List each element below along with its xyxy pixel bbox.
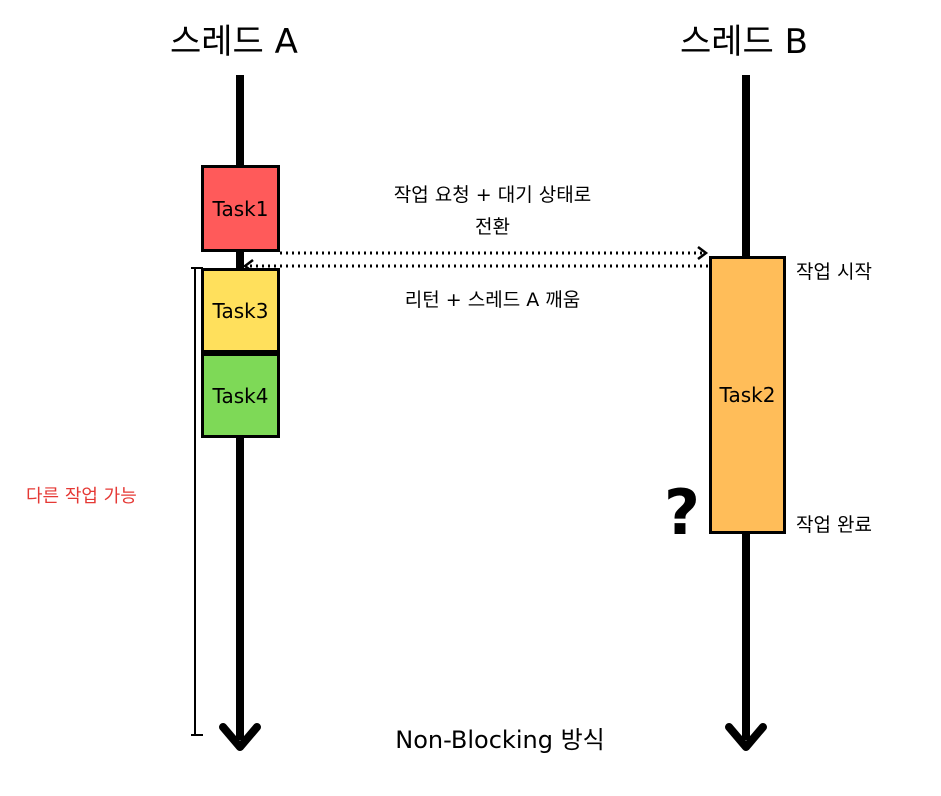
- task4-label: Task4: [212, 383, 269, 408]
- task4-box: Task4: [201, 353, 280, 438]
- return-label: 리턴 + 스레드 A 깨움: [404, 289, 581, 311]
- thread-a-title: 스레드 A: [170, 22, 298, 62]
- thread-b-title: 스레드 B: [680, 22, 808, 62]
- diagram-caption: Non-Blocking 방식: [395, 726, 605, 754]
- task2-box: Task2: [709, 256, 786, 534]
- thread-b-arrowhead: [725, 723, 767, 751]
- task3-box: Task3: [201, 268, 280, 353]
- work-start-label: 작업 시작: [796, 261, 872, 283]
- work-done-label: 작업 완료: [796, 514, 872, 536]
- task1-label: Task1: [212, 196, 269, 221]
- request-label-line1: 작업 요청 + 대기 상태로: [393, 184, 592, 206]
- task3-label: Task3: [212, 298, 269, 323]
- task2-label: Task2: [719, 383, 776, 407]
- thread-a-arrowhead: [219, 723, 261, 751]
- request-arrowhead: [697, 246, 709, 260]
- question-mark: ?: [664, 476, 700, 549]
- task1-box: Task1: [201, 165, 280, 252]
- other-work-label: 다른 작업 가능: [26, 486, 137, 507]
- request-label-line2: 전환: [475, 216, 510, 238]
